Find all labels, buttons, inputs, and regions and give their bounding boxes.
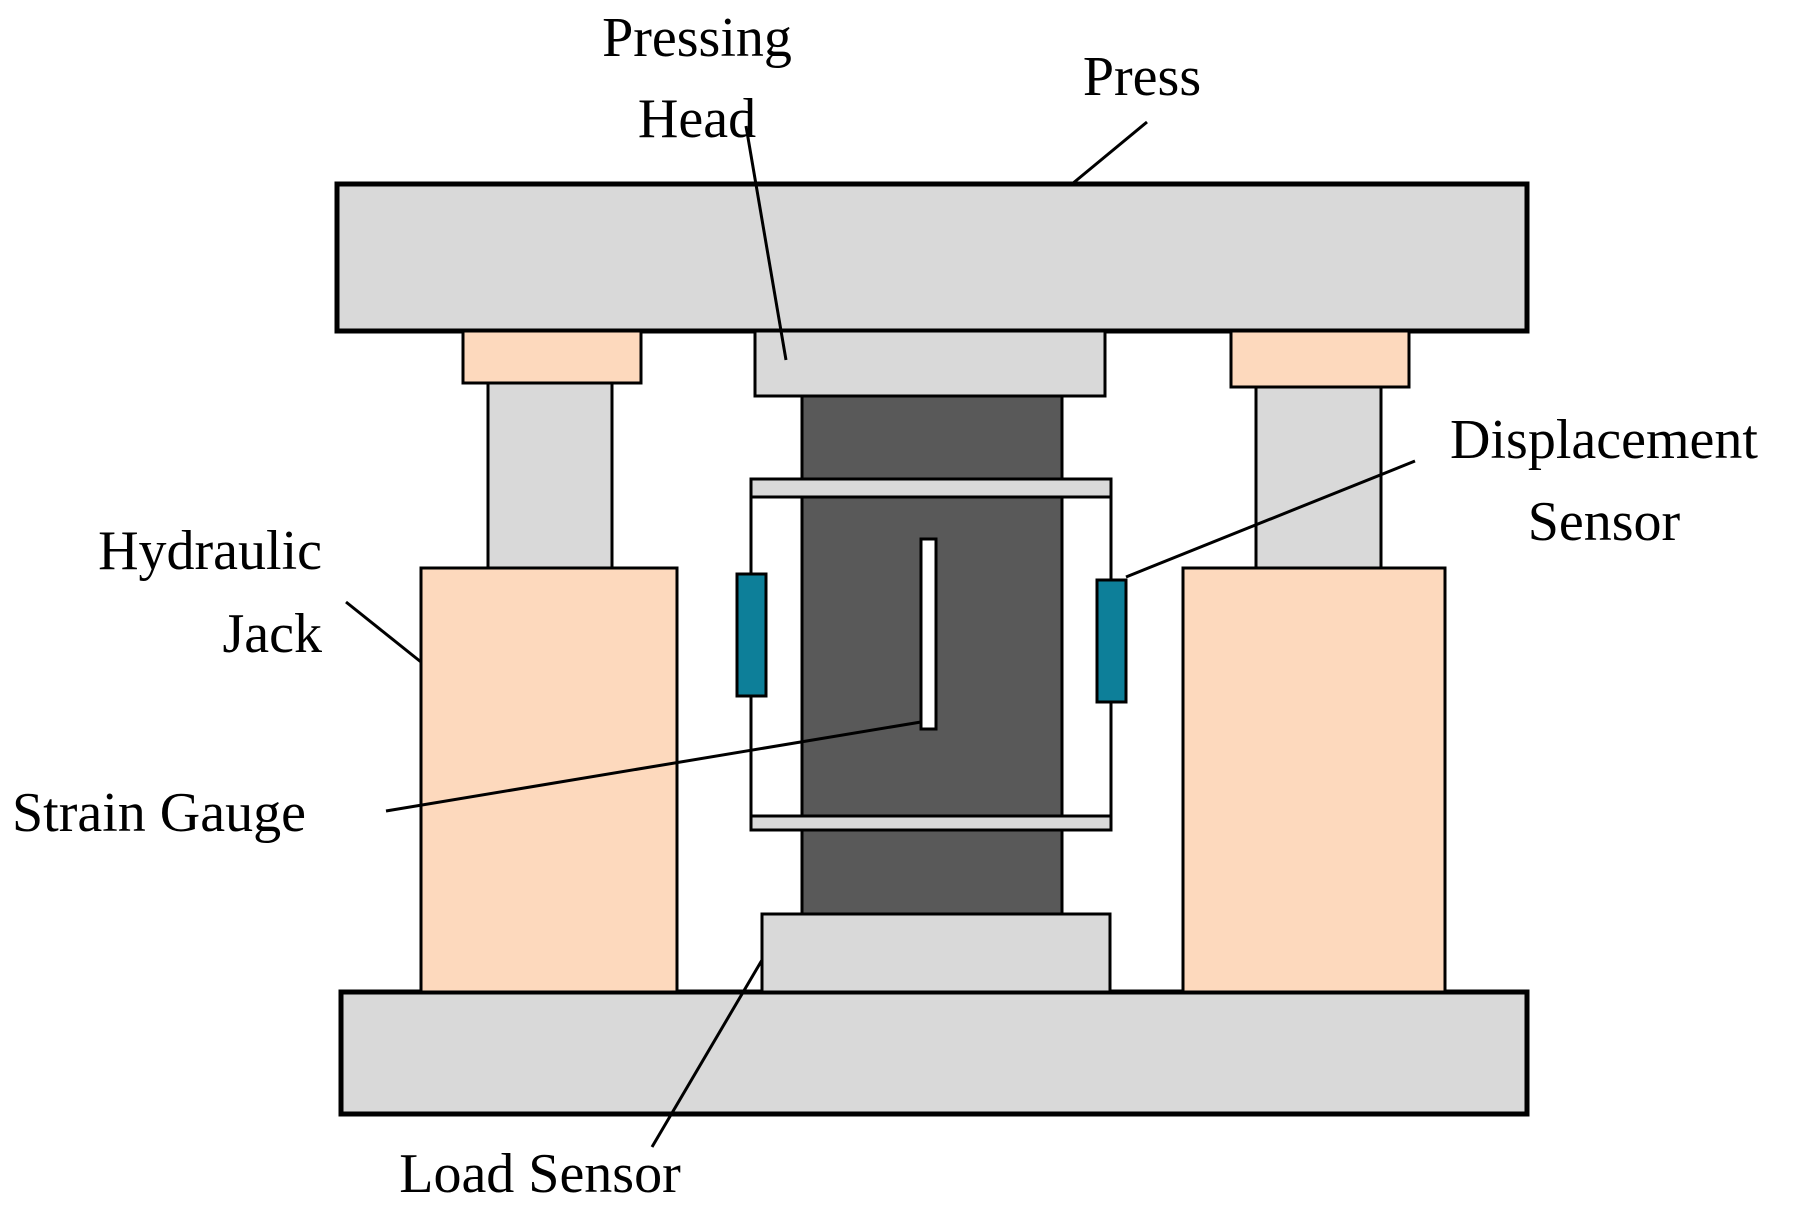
leader-load-sensor <box>650 959 764 1148</box>
leader-hydraulic-jack <box>345 600 422 664</box>
label-displacement-sensor-line2: Sensor <box>1528 491 1681 553</box>
press-top-plate <box>334 181 1530 334</box>
press-base-plate <box>338 989 1530 1117</box>
extensometer-upper-ring <box>749 477 1113 499</box>
leader-displacement-sensor <box>1125 459 1416 579</box>
leader-press <box>1071 120 1148 186</box>
right-column-cap <box>1229 329 1411 389</box>
label-hydraulic-jack-line2: Jack <box>222 603 322 665</box>
strain-gauge <box>919 537 938 731</box>
right-displacement-sensor <box>1095 578 1128 704</box>
leader-strain-gauge <box>385 720 922 813</box>
left-column-cap <box>461 329 643 385</box>
label-hydraulic-jack-line1: Hydraulic <box>98 520 322 582</box>
load-sensor-block <box>760 912 1112 994</box>
left-hydraulic-jack <box>419 566 679 994</box>
left-displacement-sensor <box>735 572 768 698</box>
label-pressing-head-line2: Head <box>638 88 756 150</box>
label-press: Press <box>1083 46 1201 108</box>
right-column-rod <box>1254 385 1383 570</box>
label-strain-gauge: Strain Gauge <box>12 782 306 844</box>
label-displacement-sensor-line1: Displacement <box>1450 409 1758 471</box>
left-column-rod <box>486 381 614 570</box>
label-pressing-head-line1: Pressing <box>602 7 792 69</box>
leader-pressing-head <box>744 125 788 361</box>
label-load-sensor: Load Sensor <box>399 1143 681 1205</box>
pressing-head <box>753 329 1107 398</box>
extensometer-lower-ring <box>749 814 1113 832</box>
right-hydraulic-jack <box>1181 566 1447 994</box>
